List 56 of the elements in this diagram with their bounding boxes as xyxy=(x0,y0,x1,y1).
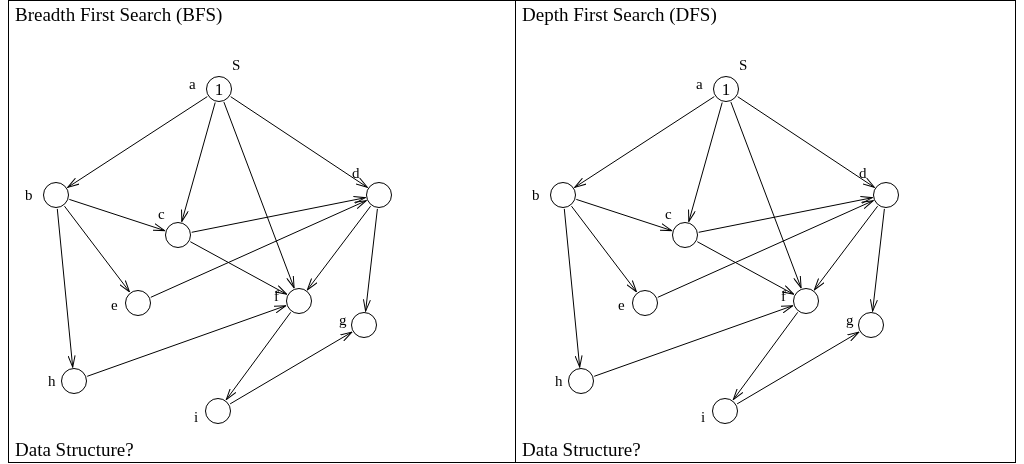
node-label: i xyxy=(701,410,706,425)
arrow xyxy=(150,200,367,298)
table-cell-panel xyxy=(515,0,1016,463)
arrow xyxy=(229,331,353,405)
node-label: f xyxy=(781,289,786,304)
panel-question: Data Structure? xyxy=(15,440,134,459)
node-label: i xyxy=(194,410,199,425)
node-label: d xyxy=(859,166,867,181)
node-label: b xyxy=(532,188,540,203)
node-label: S xyxy=(739,58,748,73)
node-label: c xyxy=(665,207,672,222)
arrow xyxy=(189,241,288,295)
arrow xyxy=(230,96,368,188)
arrow xyxy=(362,208,378,312)
node-label: b xyxy=(25,188,33,203)
node-label: c xyxy=(158,207,165,222)
arrow xyxy=(574,96,715,188)
arrow xyxy=(698,196,873,233)
arrow xyxy=(869,208,885,312)
arrow xyxy=(737,96,875,188)
node-label: d xyxy=(352,166,360,181)
node-label: h xyxy=(555,374,563,389)
node-label: S xyxy=(232,58,241,73)
arrow xyxy=(67,96,208,188)
arrow xyxy=(56,208,76,368)
node-label: a xyxy=(189,77,196,92)
panel-title: Depth First Search (DFS) xyxy=(522,5,717,24)
arrow xyxy=(696,241,795,295)
arrow xyxy=(593,305,794,377)
arrow xyxy=(181,102,216,222)
node-label: h xyxy=(48,374,56,389)
arrow xyxy=(575,198,673,232)
node-label: f xyxy=(274,289,279,304)
arrow xyxy=(688,102,723,222)
arrow xyxy=(563,208,583,368)
arrow xyxy=(86,305,287,377)
arrow xyxy=(225,311,292,401)
node-label: e xyxy=(111,298,118,313)
panel-question: Data Structure? xyxy=(522,440,641,459)
arrow xyxy=(223,101,295,289)
panel-title: Breadth First Search (BFS) xyxy=(15,5,223,24)
node-label: e xyxy=(618,298,625,313)
arrow xyxy=(732,311,799,401)
arrow xyxy=(813,205,879,291)
node-label: g xyxy=(846,313,854,328)
arrow xyxy=(191,196,366,233)
arrow xyxy=(68,198,166,232)
arrow xyxy=(571,205,637,293)
arrow xyxy=(736,331,860,405)
node-label: a xyxy=(696,77,703,92)
table-cell-panel xyxy=(8,0,516,463)
arrow xyxy=(64,205,130,293)
arrow xyxy=(306,205,372,291)
node-label: g xyxy=(339,313,347,328)
arrow xyxy=(730,101,802,289)
arrow xyxy=(657,200,874,298)
